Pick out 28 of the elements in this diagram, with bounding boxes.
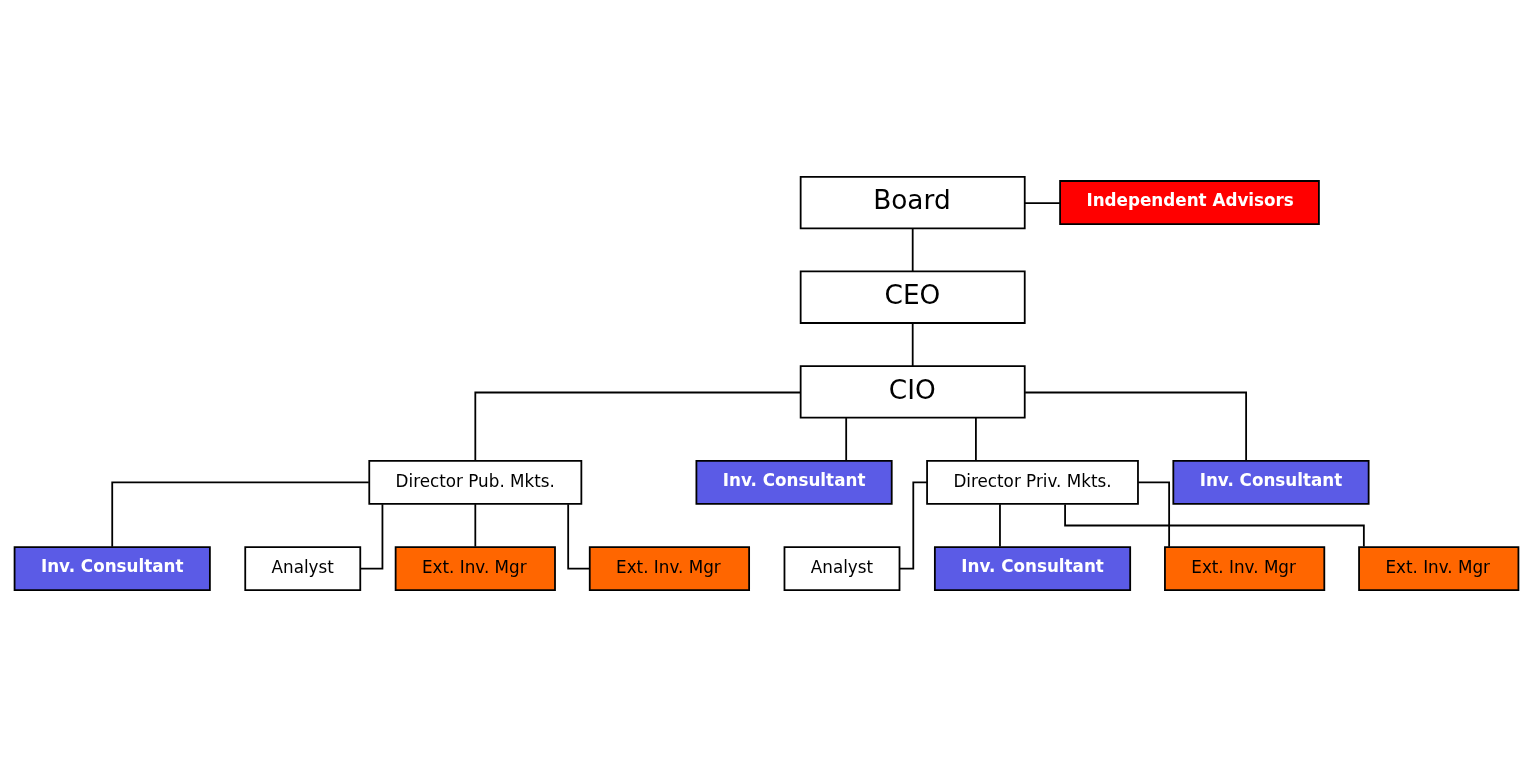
connector <box>999 503 1001 548</box>
connector <box>111 481 370 548</box>
connector <box>845 417 848 462</box>
node-box: Ext. Inv. Mgr <box>1164 546 1326 592</box>
node-box: Ext. Inv. Mgr <box>394 546 556 592</box>
node-box: Analyst <box>244 546 362 592</box>
connector <box>911 227 914 273</box>
connector <box>474 503 477 548</box>
node-box: Ext. Inv. Mgr <box>1358 546 1520 592</box>
node-box: CIO <box>799 365 1026 419</box>
connector <box>1024 202 1061 205</box>
connector <box>1024 391 1247 462</box>
node-box: Ext. Inv. Mgr <box>588 546 750 592</box>
node-box: Inv. Consultant <box>1172 459 1370 505</box>
node-box: Inv. Consultant <box>695 459 893 505</box>
node-box: Board <box>799 175 1026 230</box>
connector <box>898 481 928 570</box>
connector <box>474 391 802 462</box>
node-box: Director Priv. Mkts. <box>926 459 1139 505</box>
node-box: Director Pub. Mkts. <box>368 459 583 505</box>
connector <box>1137 481 1171 548</box>
node-box: Inv. Consultant <box>13 546 211 592</box>
node-box: CEO <box>799 270 1026 324</box>
node-box: Analyst <box>783 546 901 592</box>
node-box: Inv. Consultant <box>933 546 1132 592</box>
connector <box>911 322 914 367</box>
connector <box>975 417 977 462</box>
node-box: Independent Advisors <box>1059 180 1320 226</box>
